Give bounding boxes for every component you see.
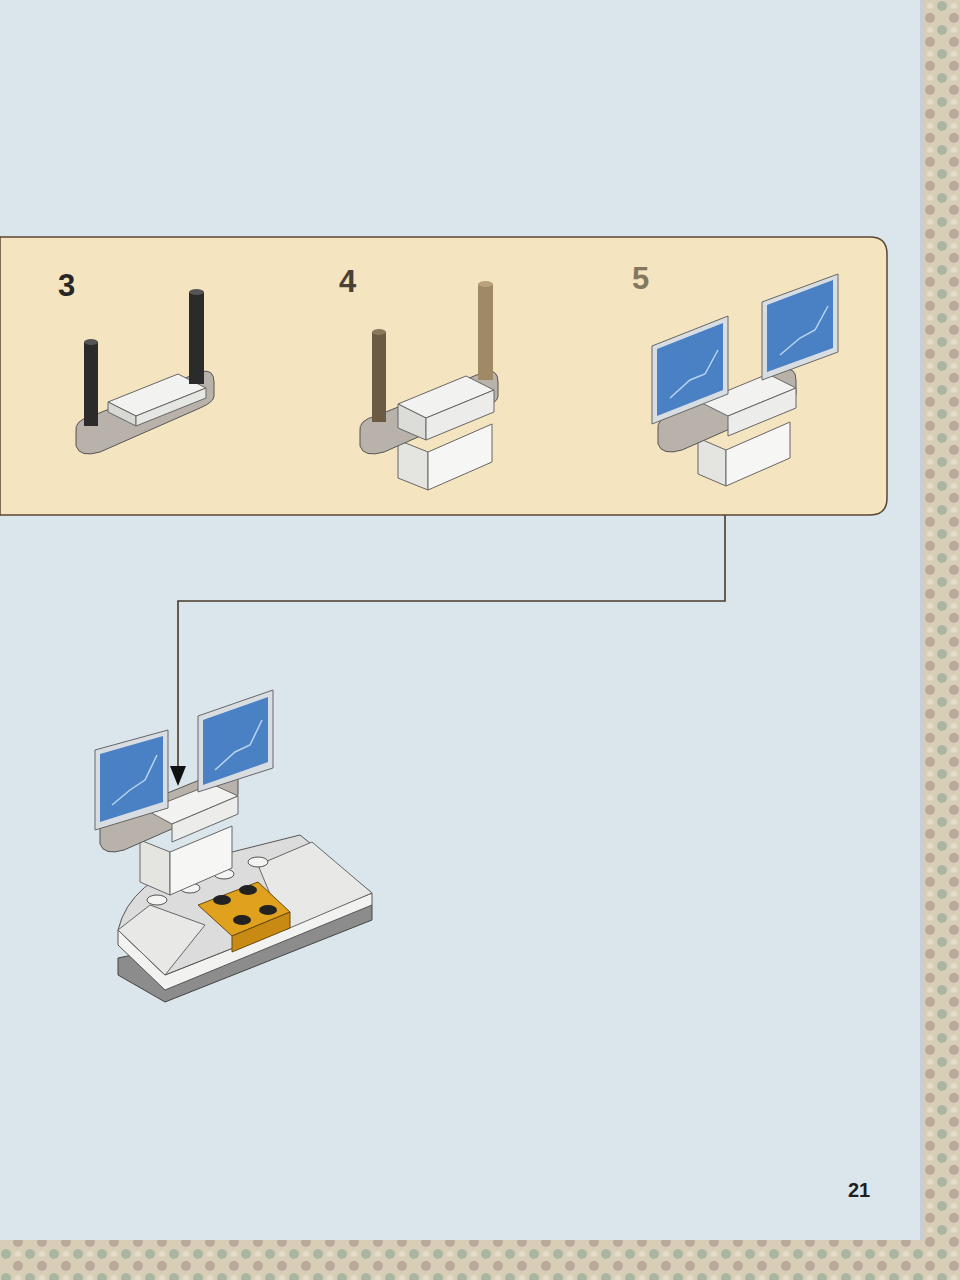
stud <box>259 905 277 915</box>
black-post <box>189 292 204 384</box>
yellow-plate-side <box>232 912 290 952</box>
monitor-frame <box>95 730 168 830</box>
monitor-screen <box>100 736 163 822</box>
white-block-side <box>698 438 726 486</box>
stud <box>248 857 268 867</box>
screen-graph <box>670 350 718 398</box>
post-cap <box>478 281 493 287</box>
stud <box>239 885 257 895</box>
step-3-figure <box>76 289 214 454</box>
keyboard-front <box>426 390 494 440</box>
white-slope <box>118 905 205 975</box>
screen-graph <box>112 755 157 805</box>
monitor-frame <box>198 690 273 792</box>
white-block-side <box>140 840 170 895</box>
post-cap <box>84 339 98 345</box>
step-5-figure <box>652 274 838 486</box>
paper-page <box>0 0 924 1240</box>
keyboard-side <box>108 402 136 426</box>
brown-post <box>478 284 493 380</box>
page-number: 21 <box>848 1180 870 1200</box>
callout-arrowhead <box>170 766 186 786</box>
screen-graph <box>215 720 262 770</box>
step-4-figure <box>360 281 498 490</box>
keyboard-front <box>172 796 238 842</box>
monitor-screen <box>767 280 833 372</box>
white-block-side <box>398 440 428 490</box>
stud <box>147 895 167 905</box>
keyboard-front <box>728 388 796 436</box>
monitor-frame <box>652 316 728 424</box>
step-number: 4 <box>339 266 356 297</box>
callout-panel <box>0 237 887 515</box>
page-edge <box>920 0 924 1240</box>
keyboard-front <box>136 388 206 426</box>
keyboard-side <box>398 404 426 440</box>
step-number: 3 <box>58 270 75 301</box>
stud <box>213 895 231 905</box>
monitor-screen <box>203 697 268 785</box>
post-cap <box>189 289 204 295</box>
black-post <box>84 342 98 426</box>
stud <box>233 915 251 925</box>
screen-graph <box>780 306 828 355</box>
step-number: 5 <box>632 263 649 294</box>
post-cap <box>372 329 386 335</box>
base-top <box>118 835 372 975</box>
brown-post <box>372 332 386 422</box>
monitor-screen <box>657 323 723 416</box>
console-model <box>95 690 372 1002</box>
monitor-frame <box>762 274 838 380</box>
